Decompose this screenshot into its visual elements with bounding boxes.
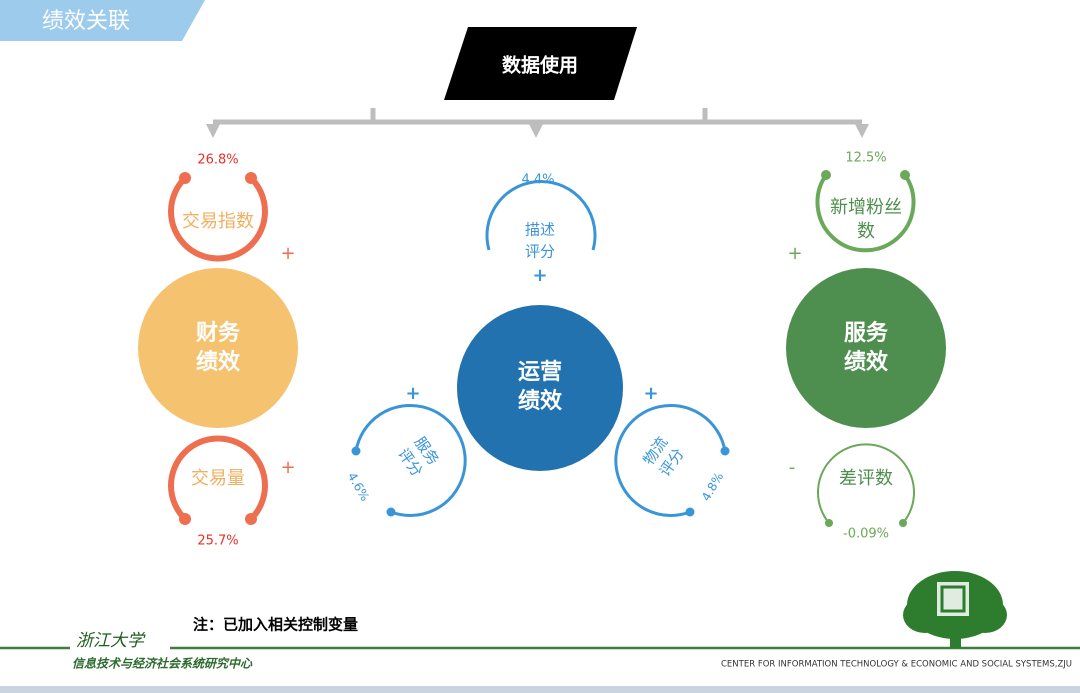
arc-endpoint-dot [245,172,257,184]
center-name-en: CENTER FOR INFORMATION TECHNOLOGY & ECON… [721,660,1072,670]
arc-endpoint-dot [179,513,191,525]
operations-group: 运营 绩效 描述 评分 + 4.4% 服务 评分 4.6% + 物流 评分 4.… [345,173,730,517]
finance-group: 财务 绩效 交易指数 26.8% + 交易量 25.7% + [138,153,298,549]
zju-logo-text: 浙江大学 [76,631,146,651]
arc-endpoint-dot [720,446,730,456]
new-fans-arc [815,173,916,253]
bracket-connector [213,108,862,125]
arrow-down-icon [855,124,869,138]
negative-reviews-arc [817,443,915,524]
shape [963,597,1007,633]
shape [70,632,170,654]
operations-left-sign: + [405,383,420,404]
shape [940,585,966,613]
title-banner [0,0,205,41]
operations-top-line1: 描述 [525,221,555,239]
description-score-arc [485,180,597,251]
operations-label-1: 运营 [518,360,562,385]
transaction-index-sign: + [280,243,295,264]
operations-top-sign: + [532,265,547,286]
arc-endpoint-dot [245,513,257,525]
operations-right-sign: + [643,383,658,404]
data-usage-label: 数据使用 [502,54,578,77]
center-name-cn: 信息技术与经济社会系统研究中心 [72,657,253,671]
transaction-volume-pct: 25.7% [197,534,238,549]
shape: 服务 评分 [394,434,442,480]
operations-right-pct: 4.8% [699,470,726,503]
arc-endpoint-dot [179,172,191,184]
service-circle [786,268,946,428]
arrow-icons [206,124,869,138]
operations-circle [457,305,623,471]
transaction-index-arc [168,175,268,262]
operations-label-2: 绩效 [518,388,562,414]
service-bottom-pct: -0.09% [843,527,889,542]
shape [903,597,947,633]
arc-endpoint-dot [900,170,910,180]
service-bottom-sign: - [789,457,796,478]
tree-logo-icon [903,571,1007,648]
finance-label-2: 绩效 [196,349,240,375]
service-bottom-label: 差评数 [839,468,893,489]
arc-endpoint-dot [685,507,695,517]
service-top-sign: + [787,243,802,264]
operations-top-line2: 评分 [525,243,555,261]
arc-endpoint-dot [386,507,396,517]
operations-left-pct: 4.6% [345,470,372,503]
shape [950,618,961,648]
transaction-volume-sign: + [280,457,295,478]
arc-endpoint-dot [821,170,831,180]
arc-endpoint-dot [825,519,833,527]
transaction-index-pct: 26.8% [197,153,238,168]
transaction-volume-arc [168,435,268,522]
operations-top-pct: 4.4% [521,173,554,188]
data-usage-banner [444,27,637,100]
finance-label-1: 财务 [196,321,241,346]
arc-endpoint-dot [351,446,361,456]
service-top-line1: 新增粉丝 [830,197,902,218]
service-group: 服务 绩效 新增粉丝 数 12.5% + 差评数 -0.09% - [786,151,946,542]
finance-circle [138,268,298,428]
shape: 物流 评分 [639,434,687,480]
arrow-down-icon [529,124,543,138]
service-line1: 服务 [844,321,889,346]
service-score-arc [354,404,467,517]
footnote: 注：已加入相关控制变量 [193,616,358,634]
arc-endpoint-dot [899,519,907,527]
service-top-pct: 12.5% [845,151,886,166]
service-top-line2: 数 [857,221,875,242]
arrow-down-icon [206,124,220,138]
slide-title: 绩效关联 [42,9,130,34]
service-line2: 绩效 [844,349,888,375]
bottom-strip [0,686,1080,693]
transaction-index-label: 交易指数 [182,211,254,232]
transaction-volume-label: 交易量 [191,468,245,489]
logistics-score-arc [614,404,727,517]
